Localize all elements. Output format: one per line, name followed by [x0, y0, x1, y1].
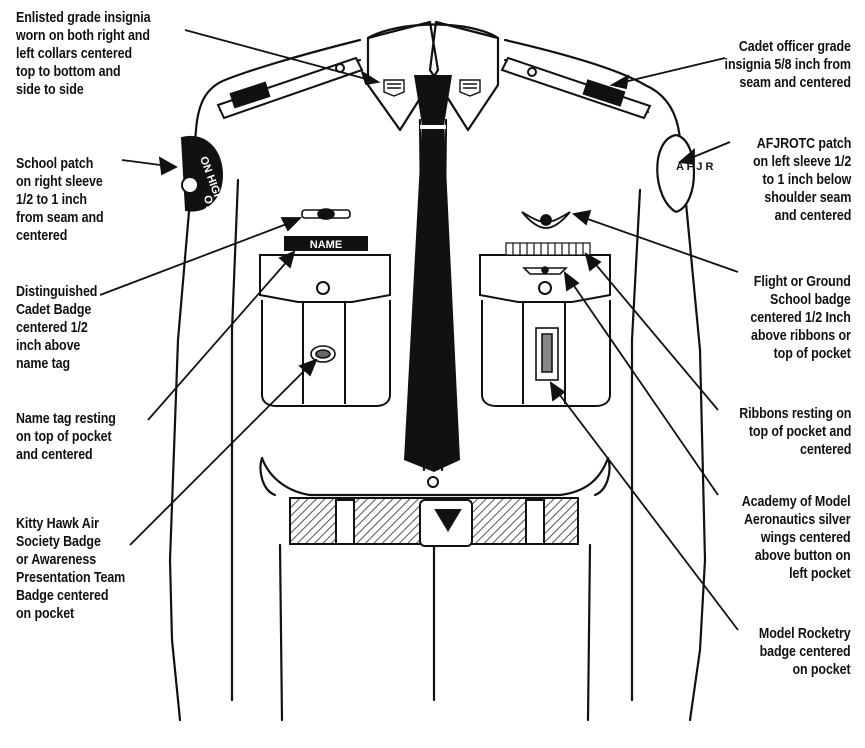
arrow-cadet-officer [619, 57, 726, 84]
arrow-model-aero [569, 279, 719, 496]
label-cadet-officer: Cadet officer grade insignia 5/8 inch fr… [724, 39, 851, 91]
right-sleeve-inner [230, 178, 240, 702]
left-pocket-pleat [522, 302, 566, 404]
belt-keeper-right [335, 499, 355, 545]
left-epaulet-insignia [582, 79, 626, 107]
arrow-kitty-hawk [129, 364, 311, 546]
label-model-aero: Academy of Model Aeronautics silver wing… [742, 494, 851, 582]
right-sleeve-outline [168, 38, 362, 722]
shirt-button-1 [427, 476, 439, 488]
label-school-patch: School patch on right sleeve 1/2 to 1 in… [16, 156, 104, 244]
label-flight-ground: Flight or Ground School badge centered 1… [750, 274, 852, 362]
right-pocket-flap [259, 254, 391, 303]
afjrotc-patch-text: A F J R [676, 161, 714, 173]
waist-line [260, 456, 610, 497]
left-sleeve-inner [630, 188, 642, 702]
name-tag-text: NAME [310, 239, 342, 251]
tie-blade [404, 125, 460, 472]
arrow-rocketry [555, 389, 739, 631]
label-name-tag: Name tag resting on top of pocket and ce… [16, 411, 116, 463]
waist-blouse-right [593, 456, 611, 497]
label-kitty-hawk: Kitty Hawk Air Society Badge or Awarenes… [16, 516, 126, 622]
left-epaulet-button [527, 67, 537, 77]
right-pocket-button [316, 281, 330, 295]
pants-left-edge [278, 543, 284, 722]
right-pocket-body [261, 300, 391, 407]
right-pocket-pleat [302, 302, 346, 404]
right-epaulet-insignia [229, 81, 271, 109]
belt-keeper-left [525, 499, 545, 545]
school-patch [180, 135, 224, 212]
right-epaulet [216, 56, 364, 120]
label-model-rocketry: Model Rocketry badge centered on pocket [759, 626, 851, 678]
label-ribbons: Ribbons resting on top of pocket and cen… [738, 406, 851, 458]
left-pocket-button [538, 281, 552, 295]
label-afjrotc-patch: AFJROTC patch on left sleeve 1/2 to 1 in… [752, 136, 851, 224]
tie-knot [414, 75, 452, 125]
left-epaulet [500, 56, 652, 120]
left-pocket-body [481, 300, 611, 407]
pants-right-edge [586, 543, 592, 722]
afjrotc-patch [656, 133, 695, 214]
waist-blouse-left [259, 456, 277, 497]
arrow-flight [581, 216, 739, 273]
arrow-enlisted [184, 29, 371, 81]
name-tag [284, 236, 368, 251]
school-patch-text-2: OTC [201, 194, 217, 219]
arrow-name-tag [147, 257, 291, 421]
label-distinguished-cadet: Distinguished Cadet Badge centered 1/2 i… [16, 284, 98, 372]
label-enlisted-grade: Enlisted grade insignia worn on both rig… [16, 10, 151, 98]
tie-clasp [420, 125, 446, 129]
arrow-ribbons [591, 259, 719, 411]
collar-band [366, 23, 500, 40]
arrow-distinguished [99, 221, 293, 296]
